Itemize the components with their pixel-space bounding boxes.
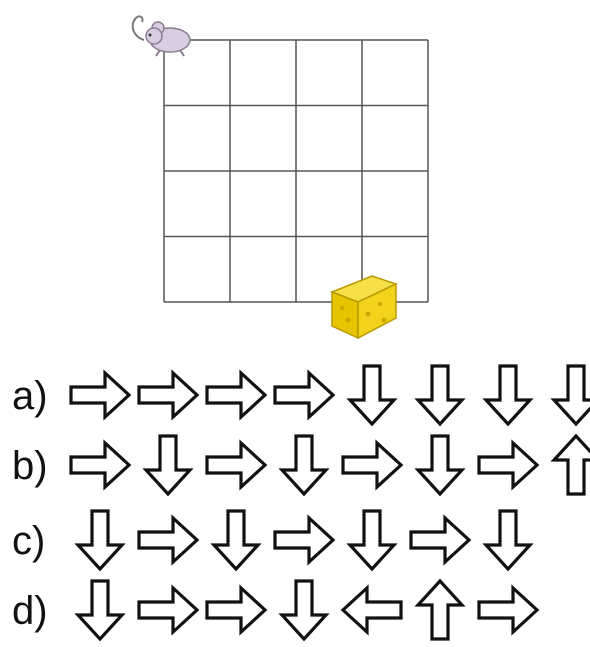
arrow-down-icon [414, 364, 466, 427]
arrow-right-icon [205, 584, 268, 636]
arrow-right-icon [341, 439, 404, 491]
arrow-down-icon [210, 509, 262, 572]
arrow-down-icon [346, 364, 398, 427]
arrow-right-icon [137, 514, 200, 566]
answer-option-3[interactable]: c) [12, 509, 534, 572]
option-label: d) [12, 589, 48, 633]
arrow-up-icon [414, 578, 466, 641]
arrow-down-icon [414, 434, 466, 497]
arrow-right-icon [273, 369, 336, 421]
arrow-left-icon [340, 584, 403, 636]
option-label: a) [12, 374, 48, 418]
arrow-right-icon [205, 369, 268, 421]
arrow-right-icon [69, 439, 132, 491]
arrow-right-icon [477, 439, 540, 491]
arrow-down-icon [278, 434, 330, 497]
arrow-right-icon [69, 369, 132, 421]
arrow-right-icon [273, 514, 336, 566]
option-label: b) [12, 444, 48, 488]
arrow-right-icon [409, 514, 472, 566]
arrow-right-icon [137, 584, 200, 636]
maze-grid [163, 39, 429, 303]
arrow-up-icon [550, 433, 590, 496]
arrow-down-icon [142, 434, 194, 497]
option-label: c) [12, 519, 45, 563]
answer-option-2[interactable]: b) [12, 433, 590, 497]
cheese-icon [329, 275, 399, 340]
arrow-right-icon [477, 584, 540, 636]
answer-option-1[interactable]: a) [12, 364, 590, 427]
mouse-icon [131, 15, 191, 57]
answer-option-4[interactable]: d) [12, 578, 540, 642]
arrow-down-icon [550, 364, 590, 427]
arrow-down-icon [74, 509, 126, 572]
arrow-down-icon [482, 509, 534, 572]
arrow-down-icon [74, 579, 126, 642]
arrow-right-icon [137, 369, 200, 421]
arrow-right-icon [205, 439, 268, 491]
answer-options: a) b) c) d) [12, 364, 590, 642]
arrow-down-icon [482, 364, 534, 427]
arrow-down-icon [346, 509, 398, 572]
arrow-down-icon [278, 579, 330, 642]
